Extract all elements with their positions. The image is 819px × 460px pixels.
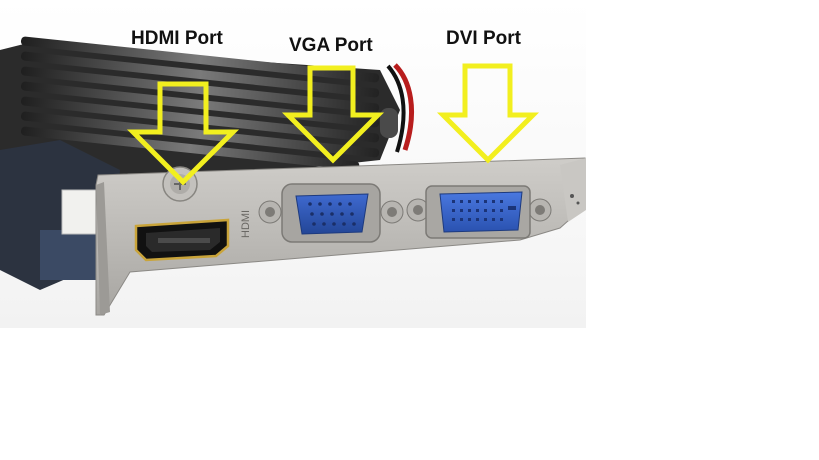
graphics-card-photo: HDMI: [0, 0, 586, 328]
vga-port-label: VGA Port: [289, 35, 373, 56]
dvi-connector: [406, 185, 552, 239]
vga-connector: [258, 183, 404, 243]
dvi-port-label: DVI Port: [446, 28, 521, 49]
hdmi-port-label: HDMI Port: [131, 28, 223, 49]
down-arrow-icon: [436, 63, 540, 164]
hdmi-connector: [134, 218, 230, 262]
down-arrow-icon: [281, 65, 385, 164]
bracket-hdmi-print: HDMI: [240, 210, 252, 238]
fan-cable: [386, 63, 414, 153]
down-arrow-icon: [126, 81, 240, 186]
pcb-white-connector: [61, 189, 97, 235]
